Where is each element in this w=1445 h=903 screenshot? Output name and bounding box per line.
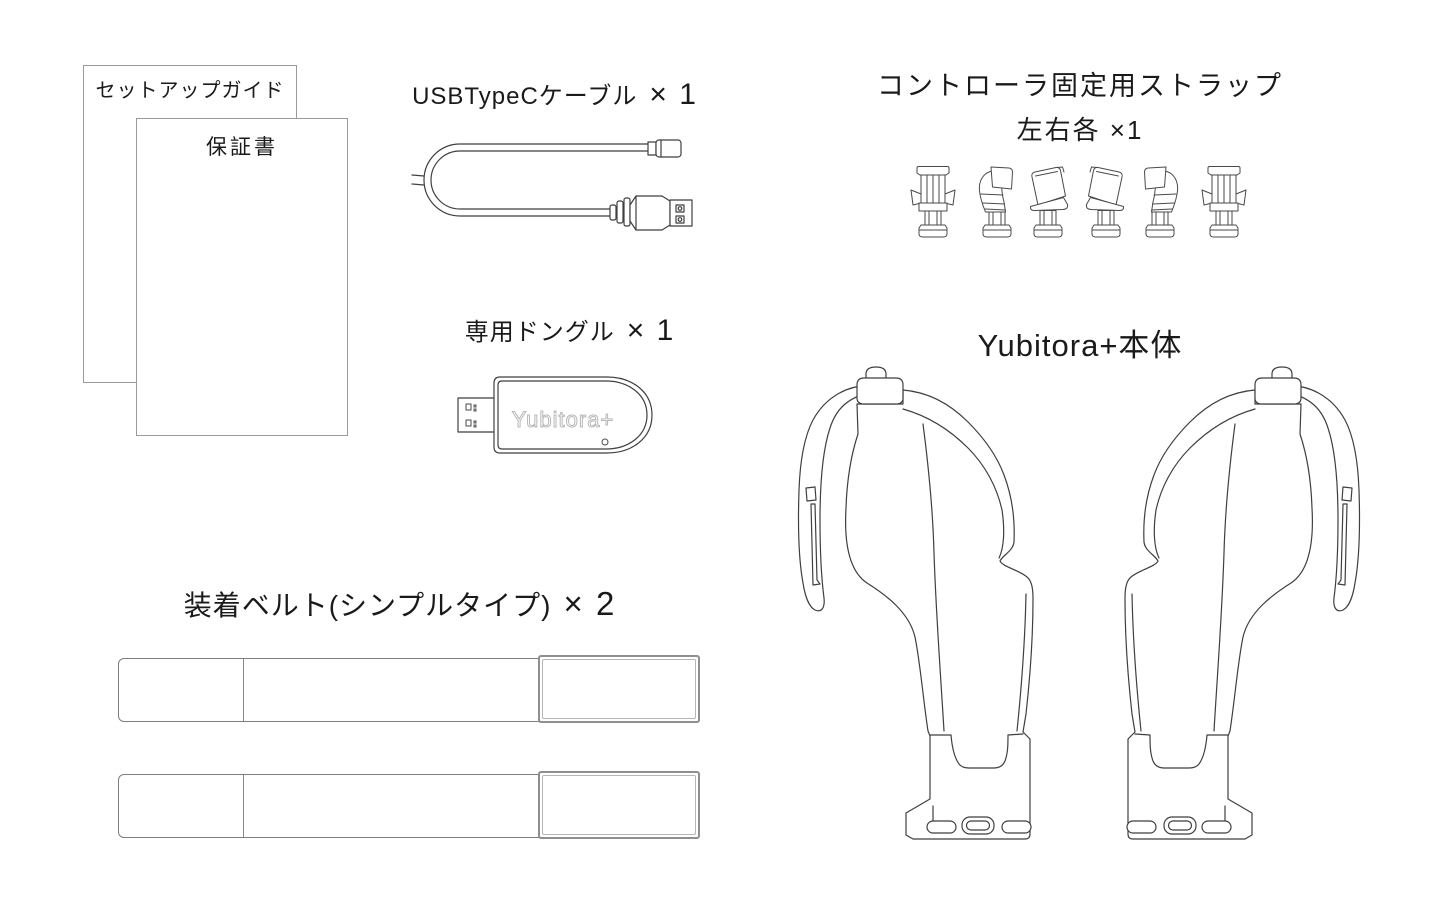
belt-2-end-inner-line <box>542 775 696 835</box>
dongle-count: × 1 <box>626 314 676 347</box>
strap-clip-5 <box>1144 166 1179 238</box>
straps-title: コントローラ固定用ストラップ <box>845 64 1315 103</box>
strap-clip-4 <box>1085 166 1125 238</box>
belt-1-end-pad <box>538 655 700 723</box>
main-unit-title-text: Yubitora+本体 <box>977 328 1183 363</box>
usb-cable-drawing <box>411 139 693 231</box>
dongle-label: 専用ドングル × 1 <box>415 312 725 348</box>
usb-c-connector <box>647 139 682 158</box>
belts-label-text: 装着ベルト(シンプルタイプ) <box>183 590 552 621</box>
strap-clip-2 <box>978 166 1013 238</box>
belts-label: 装着ベルト(シンプルタイプ) × 2 <box>115 584 685 624</box>
main-unit-left <box>797 366 1034 840</box>
dongle-brand-text: Yubitora+ <box>512 407 615 432</box>
strap-clip-6 <box>1201 166 1247 238</box>
dongle-drawing: Yubitora+ <box>457 376 653 454</box>
dongle-body: Yubitora+ <box>493 376 653 454</box>
setup-guide-label: セットアップガイド <box>95 80 285 102</box>
belt-2-end-pad <box>538 771 700 839</box>
belt-1-divider <box>243 659 245 721</box>
strap-clip-3 <box>1029 166 1069 238</box>
belt-2-divider <box>243 775 245 837</box>
strap-clips-drawing <box>910 166 1247 238</box>
belts-count: × 2 <box>563 585 617 622</box>
main-units-drawing <box>797 366 1361 840</box>
main-unit-right <box>1124 366 1361 840</box>
dongle-label-text: 専用ドングル <box>464 319 615 346</box>
usb-a-connector <box>609 195 693 231</box>
strap-clip-1 <box>910 166 956 238</box>
dongle-usb-plug <box>457 397 496 433</box>
usb-cable-count: × 1 <box>649 78 698 111</box>
usb-cable-label-text: USBTypeCケーブル <box>412 83 638 110</box>
main-unit-title: Yubitora+本体 <box>885 320 1275 365</box>
straps-subtitle-text: 左右各 ×1 <box>1016 115 1144 145</box>
cable-loop <box>411 143 651 217</box>
straps-subtitle: 左右各 ×1 <box>845 110 1315 147</box>
warranty-sheet: 保証書 <box>136 118 348 436</box>
warranty-label: 保証書 <box>206 136 278 159</box>
usb-cable-label: USBTypeCケーブル × 1 <box>395 76 715 112</box>
straps-title-text: コントローラ固定用ストラップ <box>877 71 1283 101</box>
belt-1-end-inner-line <box>542 659 696 719</box>
